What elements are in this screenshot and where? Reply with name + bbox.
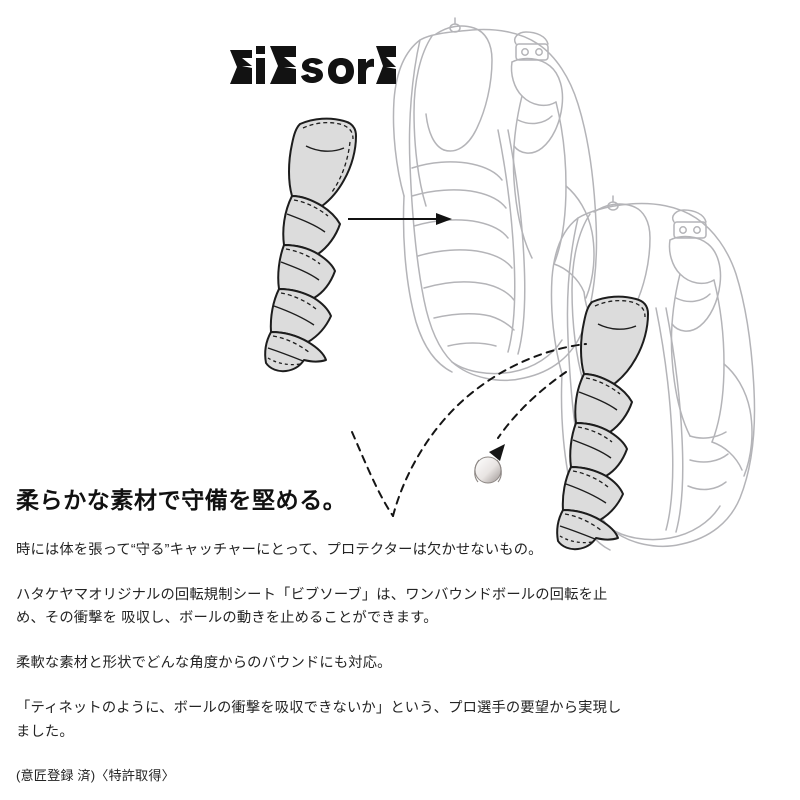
baseball [474, 456, 502, 484]
page-title: 柔らかな素材で守備を堅める。 [16, 487, 347, 513]
body-paragraph-1: 時には体を張って“守る”キャッチャーにとって、プロテクターは欠かせないもの。 [16, 541, 543, 558]
chest-protector-with-sheet [550, 195, 756, 551]
installed-bibsorb-sheet [556, 295, 649, 551]
bounce-arrow-head [489, 444, 505, 461]
legal-note: (意匠登録 済)〈特許取得〉 [16, 767, 175, 783]
ball-bounce-trajectory [351, 343, 587, 517]
copy-block: 柔らかな素材で守備を堅める。 時には体を張って“守る”キャッチャーにとって、プロ… [16, 486, 624, 785]
body-paragraph-3: 柔軟な素材と形状でどんな角度からのバウンドにも対応。 [16, 655, 392, 672]
bibsorb-logo [230, 46, 396, 84]
bibsorb-rotation-control-sheet [264, 117, 357, 373]
body-paragraph-2: ハタケヤマオリジナルの回転規制シート「ビブソーブ」は、ワンバウンドボールの回転を… [16, 586, 608, 627]
installation-arrow [348, 213, 452, 225]
body-paragraph-4: 「ティネットのように、ボールの衝撃を吸収できないか」という、プロ選手の要望から実… [16, 700, 622, 740]
chest-protector-without-sheet [392, 17, 598, 381]
